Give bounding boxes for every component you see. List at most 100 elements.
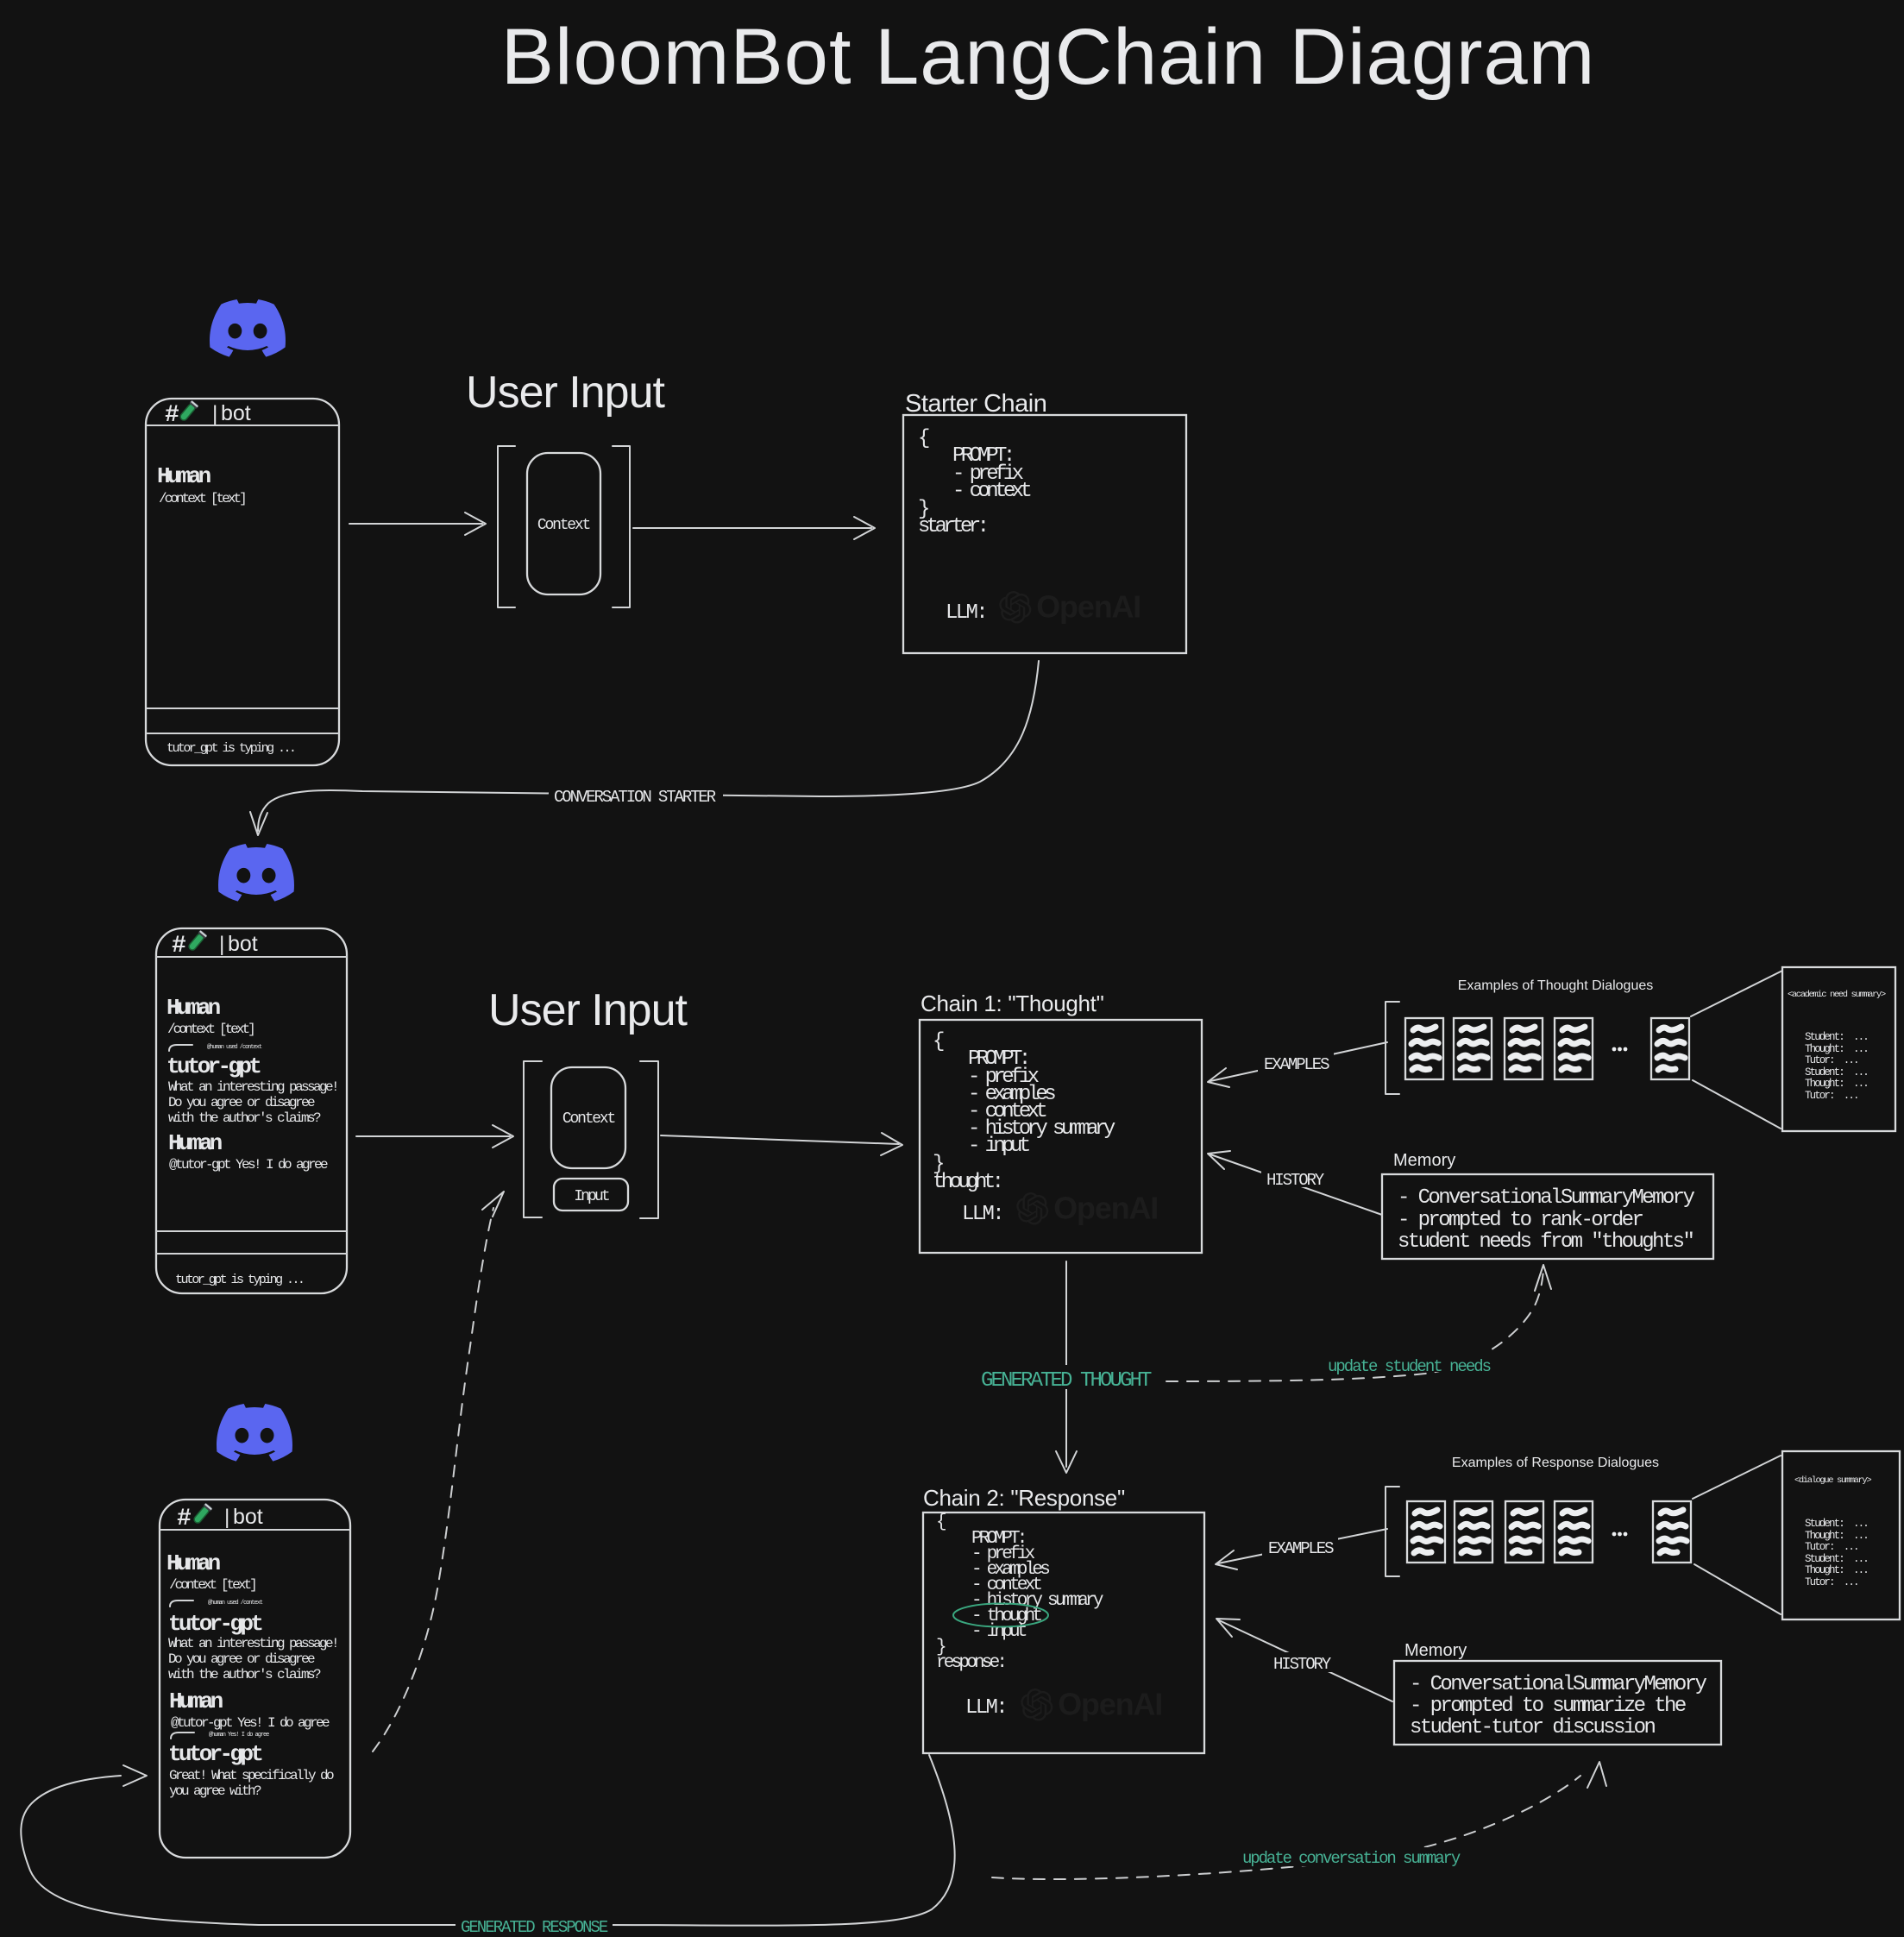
svg-text:|: |	[216, 934, 228, 958]
svg-text:GENERATED THOUGHT: GENERATED THOUGHT	[981, 1369, 1152, 1393]
svg-text:Human: Human	[168, 1130, 223, 1156]
svg-text:PROMPT:: PROMPT:	[952, 444, 1012, 468]
svg-text:- examples: - examples	[971, 1560, 1049, 1580]
svg-text:tutor_gpt is typing ...: tutor_gpt is typing ...	[175, 1273, 303, 1287]
svg-text:Chain 2: "Response": Chain 2: "Response"	[923, 1485, 1125, 1511]
svg-text:/context [text]: /context [text]	[169, 1577, 255, 1593]
svg-text:HISTORY: HISTORY	[1266, 1171, 1325, 1190]
svg-text:Starter Chain: Starter Chain	[905, 390, 1046, 418]
svg-text:EXAMPLES: EXAMPLES	[1268, 1539, 1334, 1558]
svg-text:@tutor-gpt Yes! I do agree: @tutor-gpt Yes! I do agree	[171, 1715, 330, 1731]
svg-text:CONVERSATION STARTER: CONVERSATION STARTER	[554, 788, 716, 807]
svg-text:response:: response:	[936, 1653, 1004, 1673]
svg-text:tutor_gpt is typing ...: tutor_gpt is typing ...	[167, 741, 294, 756]
svg-text:{: {	[936, 1512, 946, 1532]
svg-text:Thought: ...: Thought: ...	[1805, 1043, 1868, 1055]
svg-text:bot: bot	[221, 401, 251, 425]
svg-text:@tutor-gpt Yes! I do agree: @tutor-gpt Yes! I do agree	[169, 1157, 328, 1173]
svg-text:PROMPT:: PROMPT:	[968, 1047, 1027, 1071]
svg-text:bot: bot	[228, 932, 258, 956]
svg-text:Tutor: ...: Tutor: ...	[1805, 1090, 1858, 1102]
svg-text:tutor-gpt: tutor-gpt	[168, 1611, 262, 1637]
svg-text:- context: - context	[952, 480, 1030, 503]
svg-text:Student: ...: Student: ...	[1805, 1518, 1868, 1530]
svg-text:<dialogue summary>: <dialogue summary>	[1794, 1475, 1871, 1486]
svg-text:- context: - context	[968, 1100, 1046, 1123]
svg-text:- input: - input	[968, 1135, 1029, 1158]
svg-text:student-tutor discussion: student-tutor discussion	[1410, 1716, 1655, 1739]
svg-text:update student needs: update student needs	[1328, 1357, 1491, 1376]
svg-text:- prefix: - prefix	[968, 1066, 1040, 1089]
svg-text:Human: Human	[167, 995, 221, 1021]
svg-text:- examples: - examples	[968, 1083, 1055, 1106]
svg-text:tutor-gpt: tutor-gpt	[168, 1741, 262, 1767]
svg-text:|: |	[221, 1507, 233, 1531]
svg-text:Tutor: ...: Tutor: ...	[1805, 1054, 1858, 1066]
svg-text:with the author's claims?: with the author's claims?	[168, 1667, 321, 1682]
svg-text:EXAMPLES: EXAMPLES	[1264, 1055, 1329, 1074]
svg-text:GENERATED RESPONSE: GENERATED RESPONSE	[461, 1918, 608, 1937]
svg-text:Thought: ...: Thought: ...	[1805, 1530, 1868, 1542]
svg-text:- history summary: - history summary	[971, 1591, 1103, 1611]
svg-text:User Input: User Input	[466, 368, 665, 418]
svg-text:Do you agree or disagree: Do you agree or disagree	[168, 1095, 315, 1110]
svg-text:{: {	[918, 427, 929, 450]
svg-text:Human: Human	[167, 1550, 221, 1576]
svg-text:Chain 1: "Thought": Chain 1: "Thought"	[921, 991, 1104, 1016]
svg-text:|: |	[209, 404, 221, 427]
svg-text:- ConversationalSummaryMemory: - ConversationalSummaryMemory	[1410, 1673, 1706, 1696]
svg-text:- history summary: - history summary	[968, 1117, 1115, 1141]
svg-text:PROMPT:: PROMPT:	[971, 1529, 1025, 1549]
svg-text:Student: ...: Student: ...	[1805, 1553, 1868, 1565]
svg-text:Context: Context	[562, 1110, 615, 1128]
svg-text:Tutor: ...: Tutor: ...	[1805, 1541, 1858, 1553]
svg-text:- prompted to rank-order: - prompted to rank-order	[1398, 1209, 1643, 1232]
svg-text:Human: Human	[169, 1689, 223, 1714]
svg-text:Human: Human	[157, 463, 211, 489]
svg-text:thought:: thought:	[933, 1171, 1000, 1194]
svg-text:bot: bot	[233, 1505, 263, 1529]
svg-text:Memory: Memory	[1404, 1641, 1467, 1660]
svg-text:update conversation summary: update conversation summary	[1242, 1849, 1461, 1868]
svg-text:<academic need summary>: <academic need summary>	[1788, 990, 1886, 1000]
svg-text:/context [text]: /context [text]	[159, 491, 245, 506]
svg-text:Student: ...: Student: ...	[1805, 1031, 1868, 1043]
svg-text:LLM:: LLM:	[962, 1203, 1002, 1226]
svg-text:student needs from "thoughts": student needs from "thoughts"	[1398, 1230, 1693, 1254]
svg-text:Thought: ...: Thought: ...	[1805, 1564, 1868, 1576]
svg-text:Do you agree or disagree: Do you agree or disagree	[168, 1651, 315, 1667]
svg-text:What an interesting passage!: What an interesting passage!	[168, 1079, 337, 1095]
svg-text:Examples of Thought Dialogues: Examples of Thought Dialogues	[1458, 978, 1654, 993]
svg-text:Memory: Memory	[1393, 1151, 1455, 1170]
svg-text:Tutor: ...: Tutor: ...	[1805, 1576, 1858, 1588]
svg-text:#: #	[165, 402, 179, 429]
svg-text:@human used /context: @human used /context	[208, 1600, 263, 1607]
svg-text:- prefix: - prefix	[971, 1544, 1035, 1564]
svg-text:#: #	[172, 933, 185, 959]
svg-text:HISTORY: HISTORY	[1273, 1655, 1332, 1674]
svg-text:- thought: - thought	[971, 1607, 1041, 1626]
svg-text:- prefix: - prefix	[952, 462, 1024, 486]
svg-text:tutor-gpt: tutor-gpt	[167, 1053, 261, 1079]
svg-text:starter:: starter:	[918, 515, 985, 538]
svg-text:Great! What specifically do: Great! What specifically do	[169, 1768, 334, 1783]
svg-text:Thought: ...: Thought: ...	[1805, 1078, 1868, 1090]
svg-text:- prompted to summarize the: - prompted to summarize the	[1410, 1695, 1686, 1718]
svg-text:Examples of Response Dialogues: Examples of Response Dialogues	[1452, 1456, 1659, 1470]
svg-text:User Input: User Input	[488, 985, 688, 1035]
svg-text:BloomBot LangChain Diagram: BloomBot LangChain Diagram	[501, 13, 1596, 101]
svg-text:with the author's claims?: with the author's claims?	[168, 1110, 321, 1126]
svg-text:{: {	[933, 1030, 944, 1053]
svg-text:Student: ...: Student: ...	[1805, 1066, 1868, 1079]
svg-text:- ConversationalSummaryMemory: - ConversationalSummaryMemory	[1398, 1186, 1694, 1210]
svg-text:Input: Input	[574, 1188, 609, 1205]
svg-text:LLM:: LLM:	[965, 1696, 1006, 1720]
svg-text:@human Yes! I do agree: @human Yes! I do agree	[209, 1732, 269, 1739]
svg-text:@human used /context: @human used /context	[207, 1044, 262, 1051]
svg-text:Context: Context	[537, 517, 590, 534]
svg-text:/context [text]: /context [text]	[167, 1022, 254, 1037]
svg-text:What an interesting passage!: What an interesting passage!	[168, 1636, 337, 1651]
svg-text:LLM:: LLM:	[946, 601, 986, 625]
svg-text:you agree with?: you agree with?	[169, 1783, 261, 1799]
svg-text:- context: - context	[971, 1575, 1041, 1595]
